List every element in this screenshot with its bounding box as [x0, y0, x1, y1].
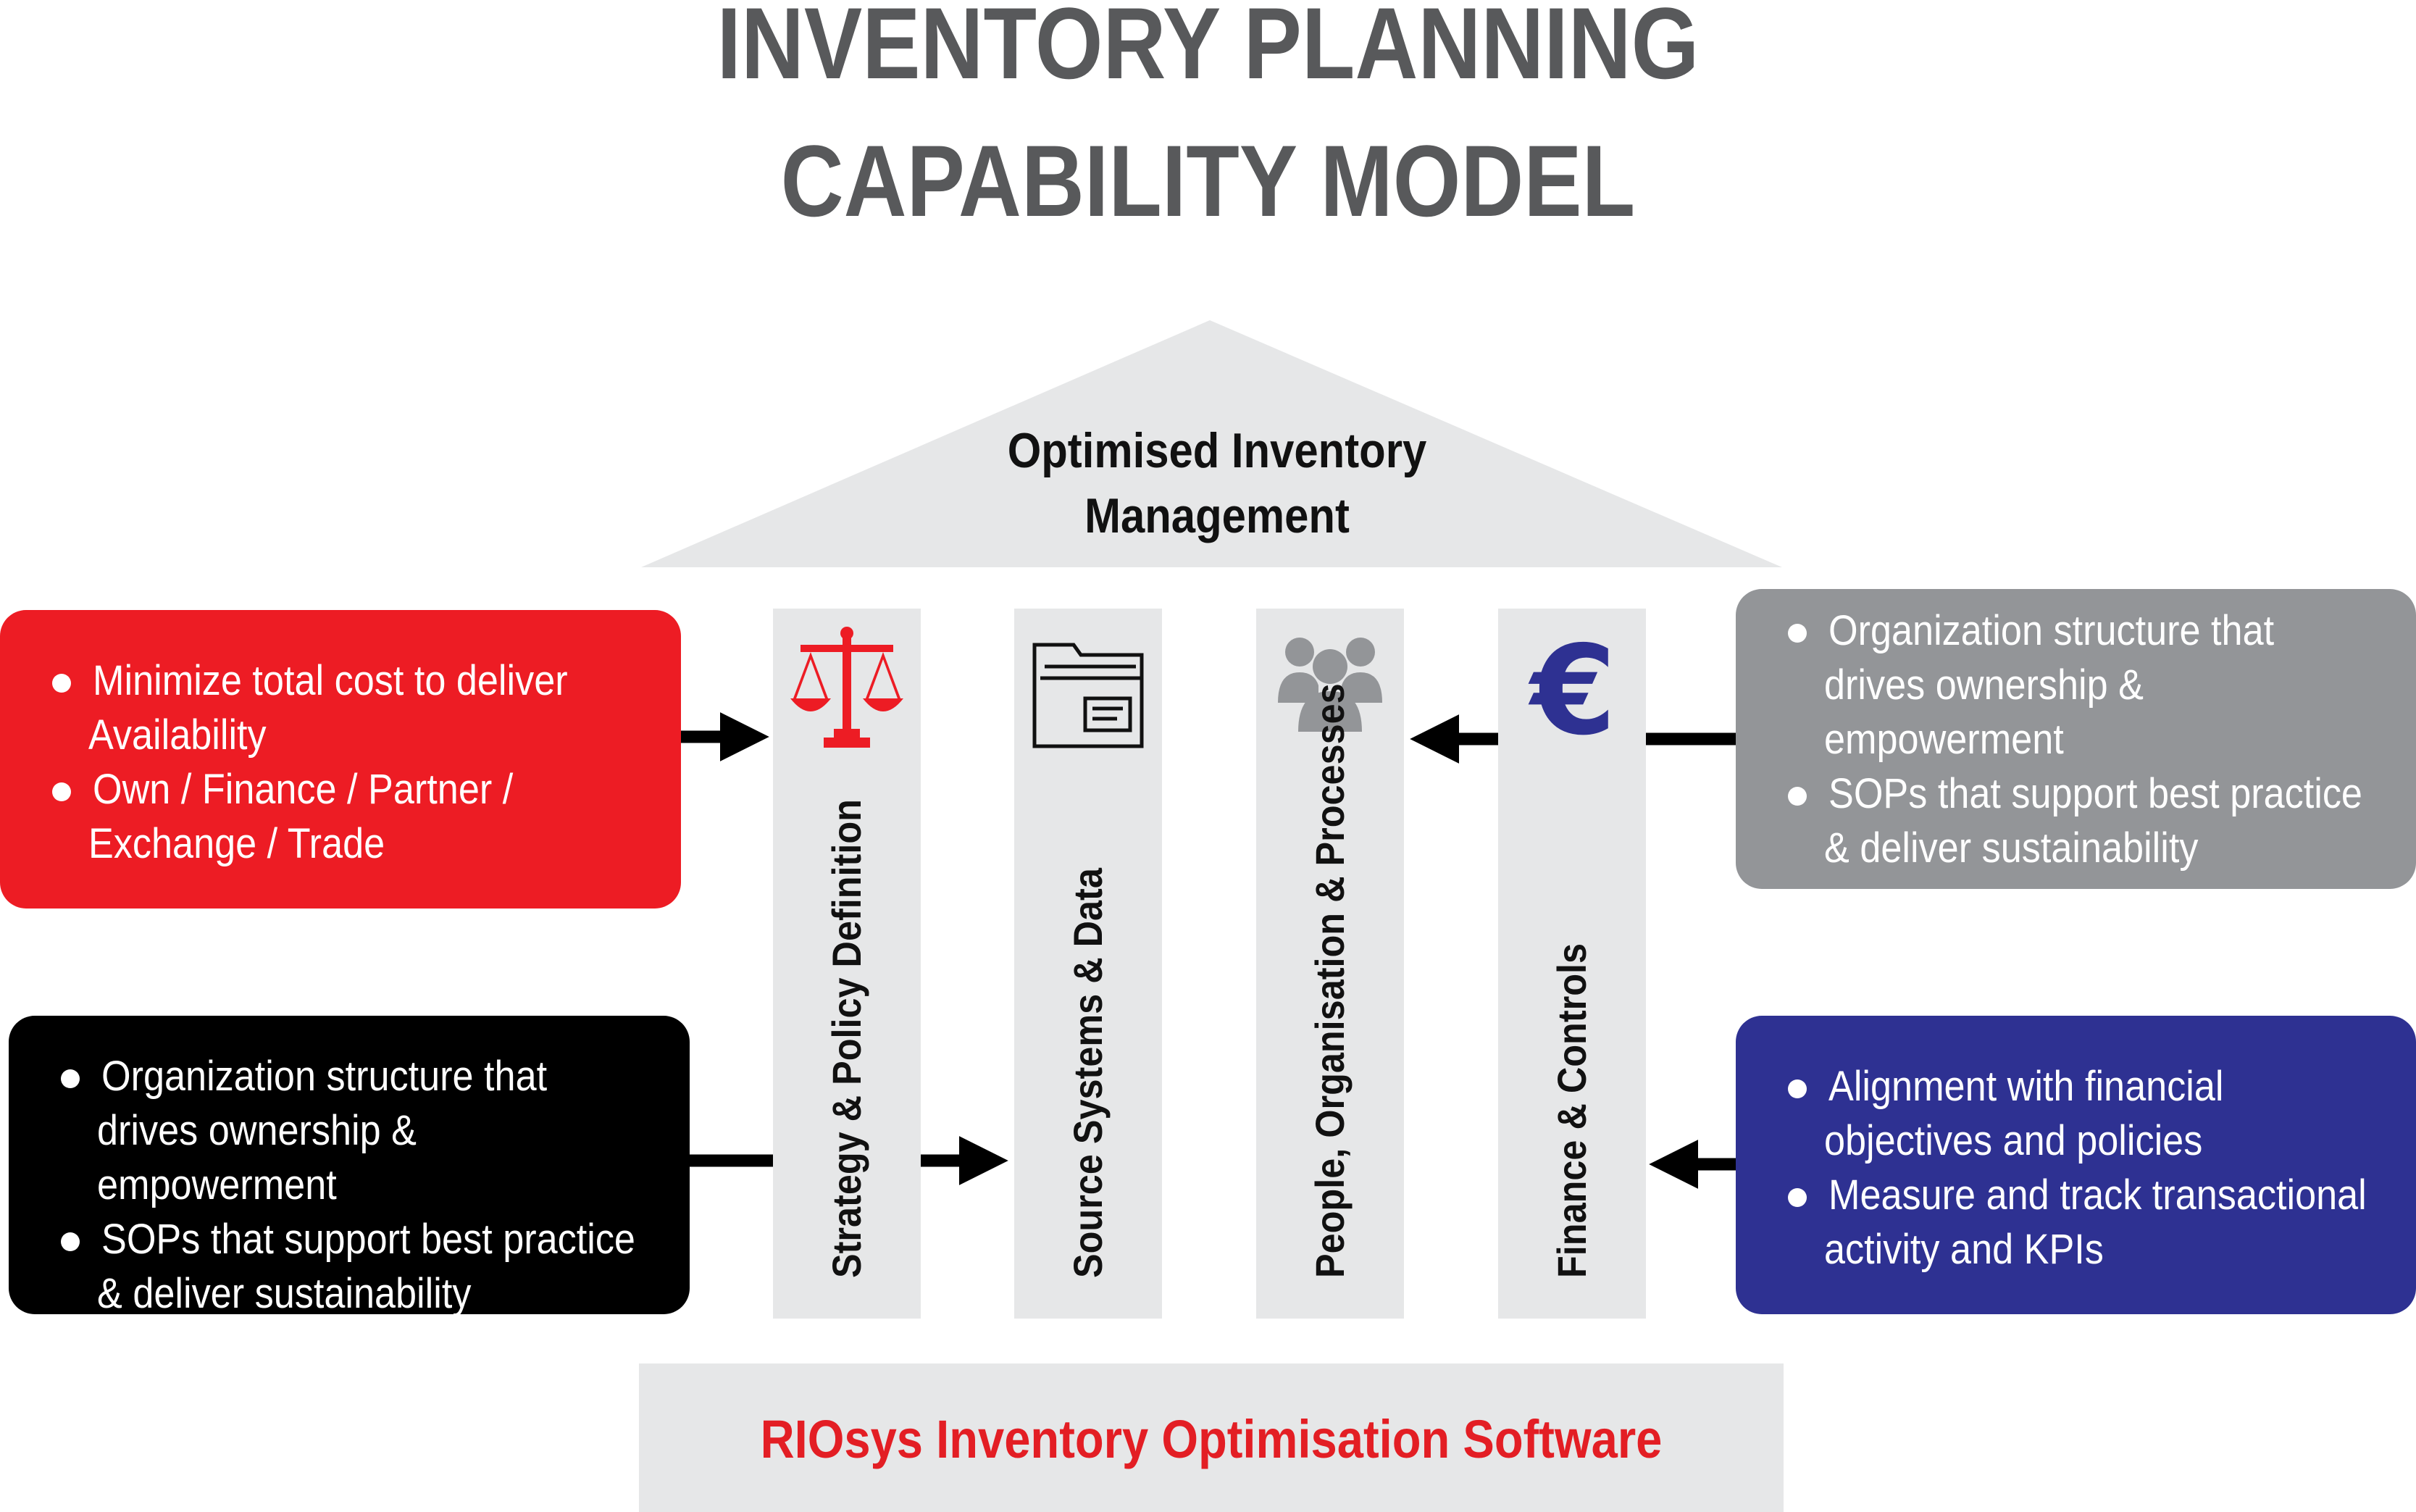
- title-line-2: CAPABILITY MODEL: [780, 124, 1636, 238]
- bullet-line: Minimize total cost to deliver: [93, 657, 568, 704]
- pillar-strategy-policy: Strategy & Policy Definition: [773, 609, 921, 1319]
- bullet-line: Own / Finance / Partner /: [93, 766, 514, 813]
- bullet-line: SOPs that support best practice: [1828, 770, 2362, 817]
- roof-label-line-1: Optimised Inventory: [1007, 423, 1427, 478]
- foundation-base: RIOsys Inventory Optimisation Software: [639, 1363, 1784, 1512]
- bullet-line: drives ownership &: [97, 1107, 417, 1154]
- box-organization-left: Organization structure that drives owner…: [9, 1016, 690, 1317]
- bullet-line: Exchange / Trade: [88, 820, 385, 867]
- bullet-line: drives ownership &: [1824, 661, 2144, 709]
- base-label: RIOsys Inventory Optimisation Software: [760, 1409, 1663, 1469]
- pillar-label-people: People, Organisation & Processes: [1307, 683, 1353, 1278]
- bullet-line: & deliver sustainability: [97, 1270, 472, 1317]
- list-item: SOPs that support best practice & delive…: [1786, 767, 2416, 875]
- box-financial-alignment: Alignment with financial objectives and …: [1736, 1016, 2416, 1314]
- bullet-line: Organization structure that: [101, 1053, 548, 1100]
- scales-icon: [790, 627, 903, 748]
- list-item: Own / Finance / Partner / Exchange / Tra…: [51, 762, 681, 871]
- box-cost-availability: Minimize total cost to deliver Availabil…: [0, 610, 681, 909]
- bullet-line: objectives and policies: [1824, 1117, 2203, 1164]
- box-organization-right: Organization structure that drives owner…: [1736, 589, 2416, 889]
- list-item: Organization structure that drives owner…: [1786, 603, 2416, 767]
- bullet-line: empowerment: [1824, 716, 2064, 763]
- pillar-finance-controls: € Finance & Controls: [1498, 609, 1646, 1319]
- people-icon: [1278, 638, 1382, 732]
- list-item: Minimize total cost to deliver Availabil…: [51, 653, 681, 762]
- bullet-line: empowerment: [97, 1161, 337, 1208]
- list-item: SOPs that support best practice & delive…: [59, 1212, 690, 1321]
- bullet-line: Alignment with financial: [1828, 1063, 2224, 1110]
- bullet-line: Measure and track transactional: [1828, 1171, 2367, 1219]
- bullet-line: & deliver sustainability: [1824, 824, 2199, 872]
- svg-text:€: €: [1528, 623, 1616, 753]
- bullet-line: SOPs that support best practice: [101, 1216, 635, 1263]
- list-item: Organization structure that drives owner…: [59, 1049, 690, 1212]
- bullet-line: Organization structure that: [1828, 607, 2275, 654]
- list-item: Measure and track transactional activity…: [1786, 1168, 2416, 1277]
- pillar-label-strategy: Strategy & Policy Definition: [824, 799, 869, 1278]
- list-item: Alignment with financial objectives and …: [1786, 1059, 2416, 1168]
- pillar-source-systems: Source Systems & Data: [1014, 609, 1162, 1319]
- bullet-line: activity and KPIs: [1824, 1226, 2104, 1273]
- pillar-label-finance: Finance & Controls: [1549, 943, 1594, 1278]
- title-line-1: INVENTORY PLANNING: [716, 0, 1700, 100]
- euro-icon: €: [1528, 623, 1616, 753]
- roof-label-line-2: Management: [1084, 488, 1350, 543]
- folder-icon: [1032, 643, 1144, 748]
- bullet-line: Availability: [88, 711, 267, 759]
- pillar-label-source: Source Systems & Data: [1065, 868, 1111, 1278]
- pillar-people-organisation: People, Organisation & Processes: [1256, 609, 1404, 1319]
